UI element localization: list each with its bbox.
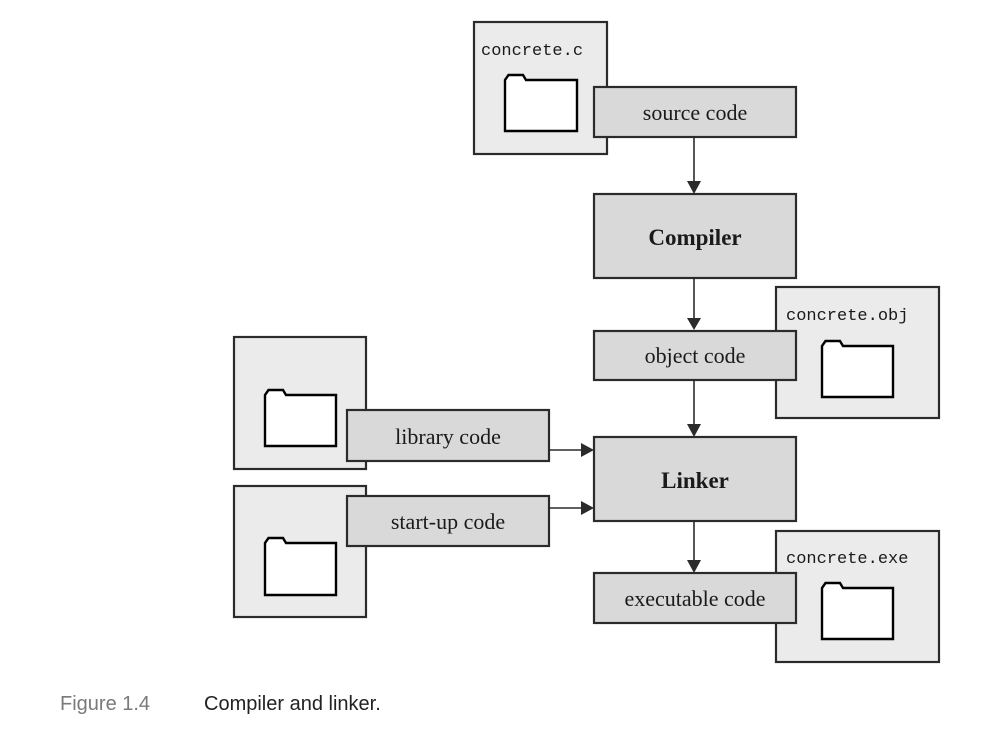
figure-caption: Figure 1.4 Compiler and linker. [60, 693, 381, 716]
linker-label: Linker [661, 468, 729, 493]
object-code-label: object code [645, 343, 746, 368]
object-file-name: concrete.obj [786, 307, 908, 326]
object-code-box [592, 329, 798, 382]
startup-folder-icon [263, 536, 338, 597]
arrow-object-to-linker-head [687, 424, 701, 437]
source-code-label: source code [643, 100, 747, 125]
linker-box [592, 435, 798, 523]
figure-number: Figure 1.4 [60, 693, 151, 715]
executable-folder-icon [820, 581, 895, 641]
source-code-box [592, 85, 798, 139]
startup-code-box [345, 494, 551, 548]
executable-code-label: executable code [624, 586, 765, 611]
library-code-label: library code [395, 424, 501, 449]
arrow-compiler-to-object-head [687, 318, 701, 330]
compiler-label: Compiler [648, 225, 741, 250]
figure-caption-text: Compiler and linker. [204, 693, 381, 715]
object-folder-icon [820, 339, 895, 399]
library-folder-icon [263, 388, 338, 448]
arrow-source-to-compiler-head [687, 181, 701, 194]
executable-code-box [592, 571, 798, 625]
arrow-linker-to-executable-head [687, 560, 701, 573]
library-code-box [345, 408, 551, 463]
executable-file-name: concrete.exe [786, 550, 908, 569]
arrow-library-to-linker-head [581, 443, 594, 457]
arrow-startup-to-linker-head [581, 501, 594, 515]
source-file-name: concrete.c [481, 42, 583, 61]
startup-code-label: start-up code [391, 509, 505, 534]
compiler-box [592, 192, 798, 280]
source-folder-icon [503, 73, 579, 133]
